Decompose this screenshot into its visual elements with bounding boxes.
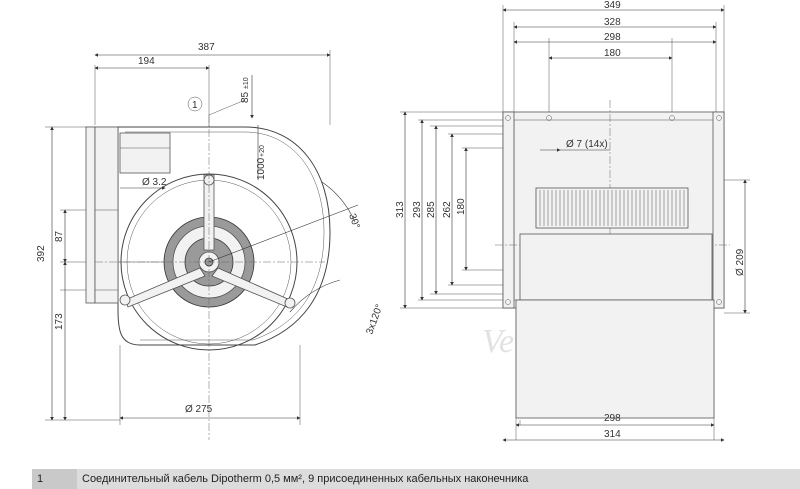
- dim-d209: Ø 209: [735, 248, 746, 276]
- impeller-blades: [539, 190, 685, 226]
- dim-293: 293: [412, 201, 423, 218]
- mounting-hole: [505, 299, 511, 305]
- legend-bar: 1 Соединительный кабель Dipotherm 0,5 мм…: [32, 469, 800, 489]
- side-view: 349 328 298 180 Ø 7 (14x) 313 293 285 26…: [395, 0, 750, 442]
- dim-387: 387: [198, 42, 215, 53]
- legend-number: 1: [32, 469, 77, 489]
- legend-text: Соединительный кабель Dipotherm 0,5 мм²,…: [82, 473, 529, 485]
- dim-d3-2: Ø 3.2: [142, 177, 167, 188]
- dim-262: 262: [442, 201, 453, 218]
- dim-180-left: 180: [456, 198, 467, 215]
- dim-d275: Ø 275: [185, 404, 213, 415]
- dim-314: 314: [604, 429, 621, 440]
- dim-180-top: 180: [604, 48, 621, 59]
- motor-housing: [519, 233, 713, 301]
- dim-173: 173: [54, 313, 65, 330]
- mounting-flange: [85, 126, 96, 304]
- dim-85-tolerance: ±10: [243, 77, 250, 89]
- terminal-box: [119, 132, 171, 174]
- motor-struts: [119, 174, 296, 309]
- marker-1-circle: [187, 96, 203, 112]
- dim-328: 328: [604, 17, 621, 28]
- mounting-hole: [546, 115, 552, 121]
- dim-298-top: 298: [604, 32, 621, 43]
- dim-d7: Ø 7 (14x): [566, 139, 608, 150]
- dim-1000: 1000: [256, 157, 267, 180]
- dim-3x120-deg: 3x120°: [364, 303, 385, 336]
- mounting-hole: [716, 115, 722, 121]
- dim-298-bottom: 298: [604, 413, 621, 424]
- fan-scroll-housing: [117, 126, 331, 346]
- dim-30-deg: 30°: [346, 212, 362, 230]
- mounting-hole: [716, 299, 722, 305]
- mounting-hole: [669, 115, 675, 121]
- dim-349: 349: [604, 0, 621, 11]
- dim-285: 285: [426, 201, 437, 218]
- dim-194: 194: [138, 56, 155, 67]
- dim-1000-tolerance: +20: [259, 145, 266, 157]
- dim-313: 313: [395, 201, 406, 218]
- mounting-hole: [505, 115, 511, 121]
- dim-85: 85: [240, 91, 251, 103]
- dim-392: 392: [36, 245, 47, 262]
- front-view: 1 387 194 85 ±10 1000 +20 Ø 3.2 392 87 1…: [36, 42, 386, 440]
- dim-87: 87: [54, 230, 65, 242]
- side-plate-left: [502, 111, 515, 309]
- marker-1-label: 1: [192, 100, 198, 111]
- side-plate-right: [712, 111, 725, 309]
